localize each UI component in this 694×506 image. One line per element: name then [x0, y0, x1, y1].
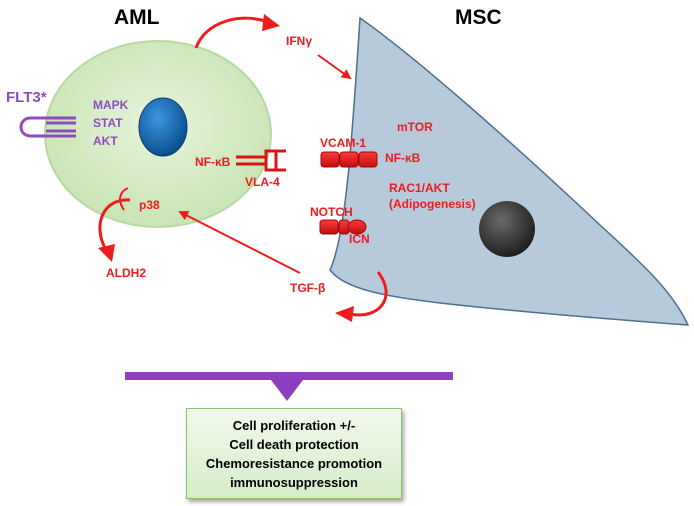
- flt3-receptor: [19, 116, 76, 138]
- vcam1-blocks: [320, 151, 378, 168]
- ifng-label: IFNγ: [286, 34, 312, 48]
- vcam1-label: VCAM-1: [320, 136, 366, 150]
- outcome-line-2: Cell death protection: [229, 436, 359, 452]
- notch-label: NOTCH: [310, 205, 353, 219]
- vla4-receptor: [236, 149, 286, 172]
- aml-nfkb-label: NF-κB: [195, 155, 231, 169]
- icn-label: ICN: [349, 232, 370, 246]
- purple-divider-bar: [125, 372, 453, 380]
- outcome-line-3: Chemoresistance promotion: [205, 455, 383, 471]
- outcome-line-4: immunosuppression: [230, 474, 358, 490]
- down-arrow-icon: [271, 380, 303, 401]
- msc-title: MSC: [455, 6, 502, 29]
- msc-cell: [329, 16, 690, 326]
- tgfb-curved-arrow: [335, 271, 388, 322]
- tgfb-to-p38-arrow: [178, 211, 301, 274]
- ifng-to-msc-arrow: [317, 54, 352, 80]
- pathway-mapk: MAPK: [93, 98, 129, 112]
- ifng-curved-arrow: [194, 14, 280, 49]
- aldh2-label: ALDH2: [106, 266, 146, 280]
- icn-fragment: [347, 219, 367, 235]
- aml-title: AML: [114, 6, 160, 29]
- mtor-label: mTOR: [397, 120, 433, 134]
- pathway-stat: STAT: [93, 116, 123, 130]
- p38-label: p38: [139, 198, 160, 212]
- notch-receptor: [319, 219, 367, 235]
- msc-nucleus: [479, 201, 535, 257]
- rac1-akt-label: RAC1/AKT: [389, 181, 450, 195]
- outcome-line-1: Cell proliferation +/-: [232, 417, 356, 433]
- tgfb-label: TGF-β: [290, 281, 325, 295]
- p38-small-hook: [119, 187, 129, 211]
- pathway-akt: AKT: [93, 134, 118, 148]
- aml-nucleus: [138, 97, 188, 157]
- adipogenesis-label: (Adipogenesis): [389, 197, 476, 211]
- outcome-box: Cell proliferation +/- Cell death protec…: [186, 408, 402, 499]
- msc-nfkb-label: NF-κB: [385, 151, 421, 165]
- flt3-label: FLT3*: [6, 89, 47, 106]
- p38-to-aldh2-arrow: [98, 198, 131, 262]
- vla4-label: VLA-4: [245, 175, 280, 189]
